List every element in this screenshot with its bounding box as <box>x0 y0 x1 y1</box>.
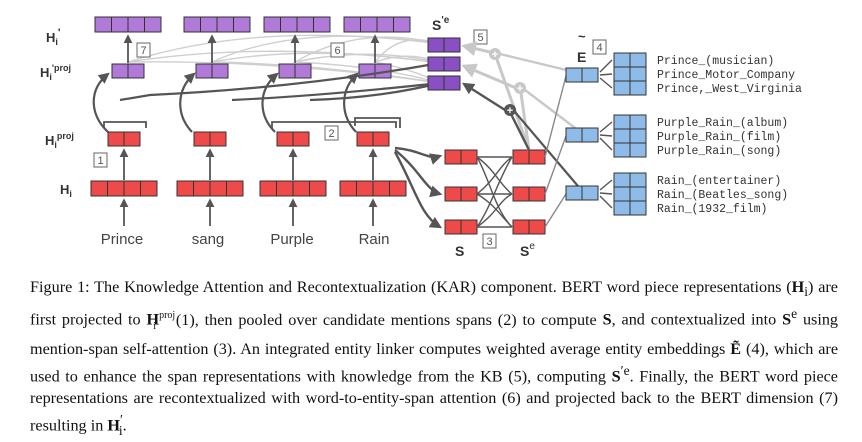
span-brackets <box>103 117 401 128</box>
label-h: Hi <box>60 182 72 199</box>
kar-diagram: Prince sang Purple Rain Hi' Hi'proj Hipr… <box>40 15 802 259</box>
entity-name: Rain_(entertainer) <box>657 175 781 188</box>
input-arrows <box>119 198 378 226</box>
word-token: Purple <box>270 231 313 248</box>
self-attention-lines <box>476 156 513 228</box>
h-proj-row <box>107 131 390 147</box>
linker-lines <box>544 75 567 228</box>
projection-up-arrows <box>123 34 380 63</box>
knowledge-enhancement-flow <box>461 41 584 193</box>
step-markers: 1 2 3 4 5 6 7 <box>93 29 607 249</box>
word-token: sang <box>192 231 225 248</box>
label-se: Se <box>520 241 535 259</box>
span-labels: S Se S'e <box>432 15 535 259</box>
residual-arrows <box>92 72 359 133</box>
svg-text:+: + <box>517 83 523 95</box>
step-3: 3 <box>486 236 492 248</box>
label-s: S <box>455 243 464 259</box>
label-h-prime: Hi' <box>46 27 61 47</box>
label-s-prime-e: S'e <box>432 15 450 33</box>
entity-name: Purple_Rain_(song) <box>657 145 781 158</box>
se-column <box>512 149 546 235</box>
label-h-proj: Hiproj <box>45 131 74 150</box>
entity-name: Purple_Rain_(album) <box>657 117 788 130</box>
entity-name: Rain_(Beatles_song) <box>657 189 788 202</box>
h-row <box>90 180 407 197</box>
svg-text:~: ~ <box>578 29 586 44</box>
figure-caption: Figure 1: The Knowledge Attention and Re… <box>30 278 839 438</box>
row-labels: Hi' Hi'proj Hiproj Hi <box>40 27 74 199</box>
label-e-tilde: ~ E <box>577 29 586 65</box>
step-1: 1 <box>97 155 103 167</box>
step-4: 4 <box>596 42 602 54</box>
entity-embeddings <box>565 52 647 216</box>
s-prime-e-column <box>427 37 461 91</box>
step-5: 5 <box>477 32 483 44</box>
svg-text:+: + <box>492 49 498 61</box>
svg-text:E: E <box>577 49 586 65</box>
step-7: 7 <box>140 45 146 57</box>
entity-names: Prince_(musician) Prince_Motor_Company P… <box>657 55 802 216</box>
input-words: Prince sang Purple Rain <box>101 231 390 248</box>
entity-name: Rain_(1932_film) <box>657 203 767 216</box>
h-prime-row <box>94 16 411 33</box>
s-column <box>444 149 478 235</box>
word-token: Prince <box>101 231 144 248</box>
span-to-word-lines <box>119 61 441 102</box>
svg-text:+: + <box>507 105 513 117</box>
entity-name: Prince,_West_Virginia <box>657 83 802 96</box>
step-2: 2 <box>328 128 334 140</box>
pooling-arrows <box>393 146 443 229</box>
word-token: Rain <box>359 231 390 248</box>
label-h-prime-proj: Hi'proj <box>40 63 71 82</box>
step-6: 6 <box>334 45 340 57</box>
entity-name: Prince_Motor_Company <box>657 69 795 82</box>
entity-name: Purple_Rain_(film) <box>657 131 781 144</box>
entity-arrows <box>599 59 613 209</box>
plus-nodes: + + + <box>489 48 526 117</box>
proj-up-arrows <box>119 148 378 180</box>
entity-name: Prince_(musician) <box>657 55 774 68</box>
